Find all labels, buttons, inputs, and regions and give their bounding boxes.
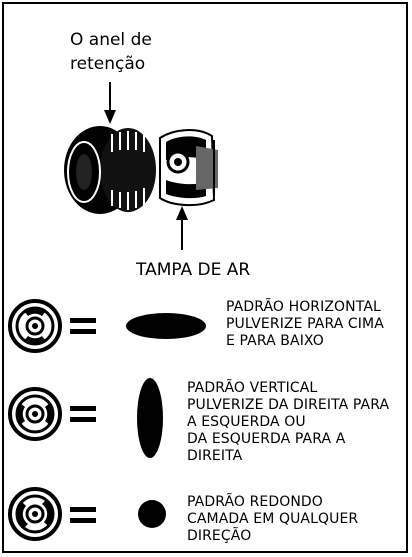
vertical-pattern-description: PADRÃO VERTICAL PULVERIZE DA DIREITA PAR…: [187, 380, 390, 464]
air-cap-vertical-position-icon: [8, 387, 62, 441]
equals-sign-1: [70, 318, 96, 334]
vertical-ellipse-icon: [137, 378, 163, 458]
horizontal-ellipse-icon: [126, 313, 206, 339]
diagram-frame: [2, 2, 408, 553]
equals-sign-2: [70, 406, 96, 422]
round-pattern-description: PADRÃO REDONDO CAMADA EM QUALQUER DIREÇÃ…: [187, 494, 359, 544]
round-dot-icon: [138, 500, 166, 528]
air-cap-horizontal-position-icon: [8, 299, 62, 353]
air-cap-label: TAMPA DE AR: [136, 260, 251, 280]
retaining-ring-label: O anel de retenção: [70, 30, 152, 74]
air-cap-round-position-icon: [8, 487, 62, 541]
horizontal-pattern-description: PADRÃO HORIZONTAL PULVERIZE PARA CIMA E …: [226, 299, 384, 349]
equals-sign-3: [70, 507, 96, 523]
